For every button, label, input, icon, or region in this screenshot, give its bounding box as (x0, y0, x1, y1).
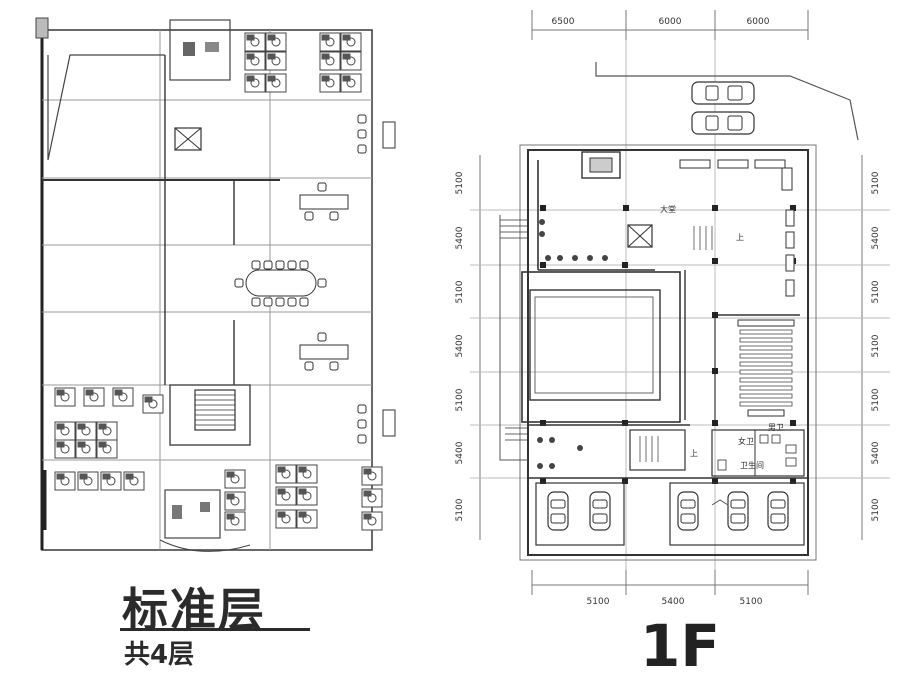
right-dim-3: 5100 (871, 280, 881, 303)
room-label-restroom-3: 卫生间 (740, 460, 764, 470)
room-label-restroom-1: 女卫 (738, 436, 754, 446)
right-dim-5: 5100 (871, 388, 881, 411)
standard-floor-plan (35, 17, 396, 552)
left-dim-7: 5100 (455, 498, 465, 521)
top-dim-1: 6500 (552, 17, 575, 27)
top-dimensions: 6500 6000 6000 (552, 17, 770, 27)
first-floor-title: 1F (640, 612, 720, 680)
room-label-restroom-2: 男卫 (768, 423, 784, 432)
first-floor-plan (470, 10, 890, 595)
right-dim-4: 5100 (871, 334, 881, 357)
left-dimensions: 5100 5400 5100 5400 5100 5400 5100 (455, 171, 465, 521)
left-dim-3: 5100 (455, 280, 465, 303)
left-dim-6: 5400 (455, 441, 465, 464)
top-dim-3: 6000 (747, 17, 770, 27)
left-dim-2: 5400 (455, 226, 465, 249)
right-dim-7: 5100 (871, 498, 881, 521)
bottom-dim-1: 5100 (587, 597, 610, 607)
top-dim-2: 6000 (659, 17, 682, 27)
bottom-dimensions: 5100 5400 5100 (587, 597, 763, 607)
room-label-up-2: 上 (690, 449, 698, 458)
right-dim-6: 5400 (871, 441, 881, 464)
bottom-dim-3: 5100 (740, 597, 763, 607)
left-dim-4: 5400 (455, 334, 465, 357)
left-dim-5: 5100 (455, 388, 465, 411)
room-label-up-1: 上 (736, 233, 744, 242)
title-underline (120, 628, 310, 631)
right-dim-1: 5100 (871, 171, 881, 194)
right-dimensions: 5100 5400 5100 5100 5100 5400 5100 (871, 171, 881, 521)
floor-count-subtitle: 共4层 (124, 640, 195, 670)
bottom-dim-2: 5400 (662, 597, 685, 607)
right-dim-2: 5400 (871, 226, 881, 249)
left-dim-1: 5100 (455, 171, 465, 194)
room-label-hall: 大堂 (660, 204, 676, 214)
